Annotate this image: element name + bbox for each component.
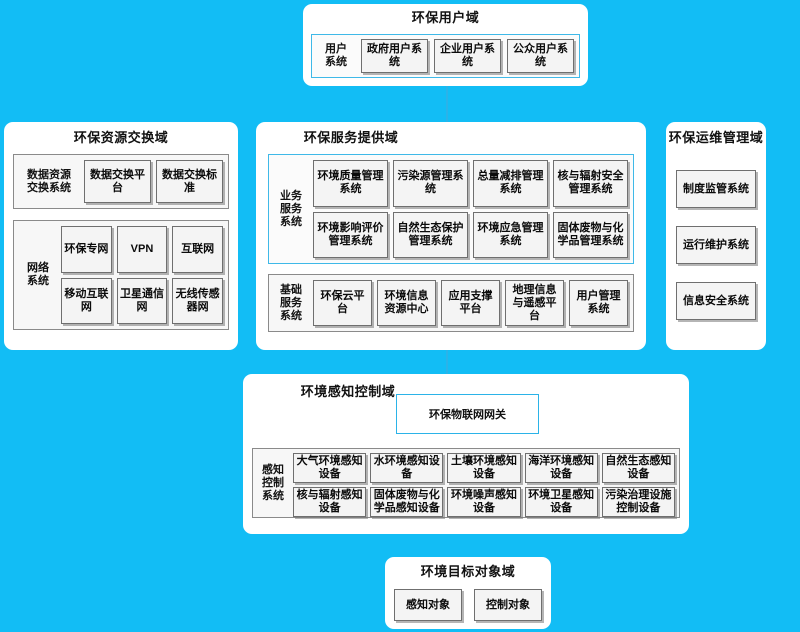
node-public-user-system[interactable]: 公众用户系统: [507, 39, 574, 73]
node-env-cloud-platform[interactable]: 环保云平台: [313, 280, 372, 326]
user-system-group: 用户 系统 政府用户系统 企业用户系统 公众用户系统: [311, 34, 580, 78]
node-pollution-source-management-system[interactable]: 污染源管理系统: [393, 160, 468, 207]
user-system-group-label: 用户 系统: [325, 43, 347, 68]
node-marine-env-sensing-device[interactable]: 海洋环境感知设备: [524, 453, 598, 483]
connector-service-to-gateway: [446, 344, 448, 396]
node-operation-maintenance-system[interactable]: 运行维护系统: [676, 226, 756, 264]
data-resource-exchange-group-label: 数据资源 交换系统: [27, 168, 71, 194]
node-natural-ecology-protection-system[interactable]: 自然生态保护管理系统: [393, 211, 468, 258]
domain-ops-management: 环保运维管理域 制度监管系统 运行维护系统 信息安全系统: [666, 122, 766, 350]
node-total-emission-reduction-system[interactable]: 总量减排管理系统: [473, 160, 548, 207]
node-government-user-system[interactable]: 政府用户系统: [361, 39, 428, 73]
node-regulation-supervision-system[interactable]: 制度监管系统: [676, 170, 756, 208]
node-env-quality-management-system[interactable]: 环境质量管理系统: [313, 160, 388, 207]
domain-service-provider-title: 环保服务提供域: [303, 130, 399, 145]
domain-user: 环保用户域 用户 系统 政府用户系统 企业用户系统 公众用户系统: [303, 4, 588, 86]
target-node-row: 感知对象 控制对象: [394, 589, 542, 621]
node-enterprise-user-system[interactable]: 企业用户系统: [434, 39, 501, 73]
node-nuclear-radiation-sensing-device[interactable]: 核与辐射感知设备: [293, 487, 367, 517]
domain-ops-management-title: 环保运维管理域: [668, 130, 764, 145]
base-service-group-label: 基础 服务 系统: [280, 283, 302, 322]
domain-service-provider: 环保服务提供域 业务 服务 系统 环境质量管理系统 污染源管理系统 总量减排管理…: [256, 122, 646, 350]
node-internet[interactable]: 互联网: [172, 226, 223, 273]
node-control-object[interactable]: 控制对象: [474, 589, 542, 621]
node-application-support-platform[interactable]: 应用支撑平台: [441, 280, 500, 326]
node-user-management-system[interactable]: 用户管理系统: [569, 280, 628, 326]
node-env-private-network[interactable]: 环保专网: [61, 226, 112, 273]
node-env-emergency-management-system[interactable]: 环境应急管理系统: [473, 211, 548, 258]
network-node-grid: 环保专网 VPN 互联网 移动互联网 卫星通信网 无线传感器网: [61, 226, 223, 324]
node-env-impact-assessment-system[interactable]: 环境影响评价管理系统: [313, 211, 388, 258]
sensing-node-grid: 大气环境感知设备 水环境感知设备 土壤环境感知设备 海洋环境感知设备 自然生态感…: [293, 453, 675, 517]
node-env-info-resource-center[interactable]: 环境信息资源中心: [377, 280, 436, 326]
domain-resource-exchange: 环保资源交换域 数据资源 交换系统 数据交换平台 数据交换标准 网络 系统 环保…: [4, 122, 238, 350]
node-data-exchange-standard[interactable]: 数据交换标准: [156, 160, 223, 203]
network-system-group-label: 网络 系统: [27, 262, 49, 287]
node-water-env-sensing-device[interactable]: 水环境感知设备: [370, 453, 444, 483]
node-sensing-object[interactable]: 感知对象: [394, 589, 462, 621]
node-mobile-internet[interactable]: 移动互联网: [61, 277, 112, 324]
node-iot-gateway[interactable]: 环保物联网网关: [396, 394, 539, 434]
domain-target-object: 环境目标对象域 感知对象 控制对象: [385, 557, 551, 629]
node-satellite-communication-network[interactable]: 卫星通信网: [116, 277, 168, 324]
sensing-control-group: 感知 控制 系统 大气环境感知设备 水环境感知设备 土壤环境感知设备 海洋环境感…: [252, 448, 680, 518]
domain-sensing-control-title: 环境感知控制域: [300, 384, 396, 399]
business-service-node-grid: 环境质量管理系统 污染源管理系统 总量减排管理系统 核与辐射安全管理系统 环境影…: [313, 160, 628, 258]
domain-target-object-title: 环境目标对象域: [420, 564, 516, 579]
node-solid-waste-chemicals-sensing-device[interactable]: 固体废物与化学品感知设备: [370, 487, 444, 517]
node-solid-waste-chemicals-system[interactable]: 固体废物与化学品管理系统: [553, 211, 628, 258]
domain-resource-exchange-title: 环保资源交换域: [73, 130, 169, 145]
network-system-group: 网络 系统 环保专网 VPN 互联网 移动互联网 卫星通信网 无线传感器网: [13, 220, 229, 330]
domain-user-title: 环保用户域: [411, 10, 480, 25]
base-service-node-grid: 环保云平台 环境信息资源中心 应用支撑平台 地理信息与遥感平台 用户管理系统: [313, 280, 628, 326]
node-soil-env-sensing-device[interactable]: 土壤环境感知设备: [447, 453, 521, 483]
sensing-control-group-label: 感知 控制 系统: [262, 463, 284, 502]
node-air-env-sensing-device[interactable]: 大气环境感知设备: [293, 453, 367, 483]
ops-node-list: 制度监管系统 运行维护系统 信息安全系统: [676, 170, 756, 320]
data-resource-exchange-group: 数据资源 交换系统 数据交换平台 数据交换标准: [13, 154, 229, 209]
domain-sensing-control: 环境感知控制域 环保物联网网关 感知 控制 系统 大气环境感知设备 水环境感知设…: [243, 374, 689, 534]
node-gis-remote-sensing-platform[interactable]: 地理信息与遥感平台: [505, 280, 564, 326]
node-nuclear-radiation-safety-system[interactable]: 核与辐射安全管理系统: [553, 160, 628, 207]
node-env-noise-sensing-device[interactable]: 环境噪声感知设备: [447, 487, 521, 517]
node-vpn[interactable]: VPN: [116, 226, 168, 273]
business-service-group: 业务 服务 系统 环境质量管理系统 污染源管理系统 总量减排管理系统 核与辐射安…: [268, 154, 634, 264]
connector-user-to-service: [446, 74, 448, 126]
node-pollution-treatment-control-device[interactable]: 污染治理设施控制设备: [601, 487, 675, 517]
node-natural-ecology-sensing-device[interactable]: 自然生态感知设备: [601, 453, 675, 483]
node-information-security-system[interactable]: 信息安全系统: [676, 282, 756, 320]
node-wireless-sensor-network[interactable]: 无线传感器网: [172, 277, 223, 324]
business-service-group-label: 业务 服务 系统: [280, 189, 302, 228]
node-data-exchange-platform[interactable]: 数据交换平台: [84, 160, 151, 203]
base-service-group: 基础 服务 系统 环保云平台 环境信息资源中心 应用支撑平台 地理信息与遥感平台…: [268, 274, 634, 332]
node-env-satellite-sensing-device[interactable]: 环境卫星感知设备: [524, 487, 598, 517]
